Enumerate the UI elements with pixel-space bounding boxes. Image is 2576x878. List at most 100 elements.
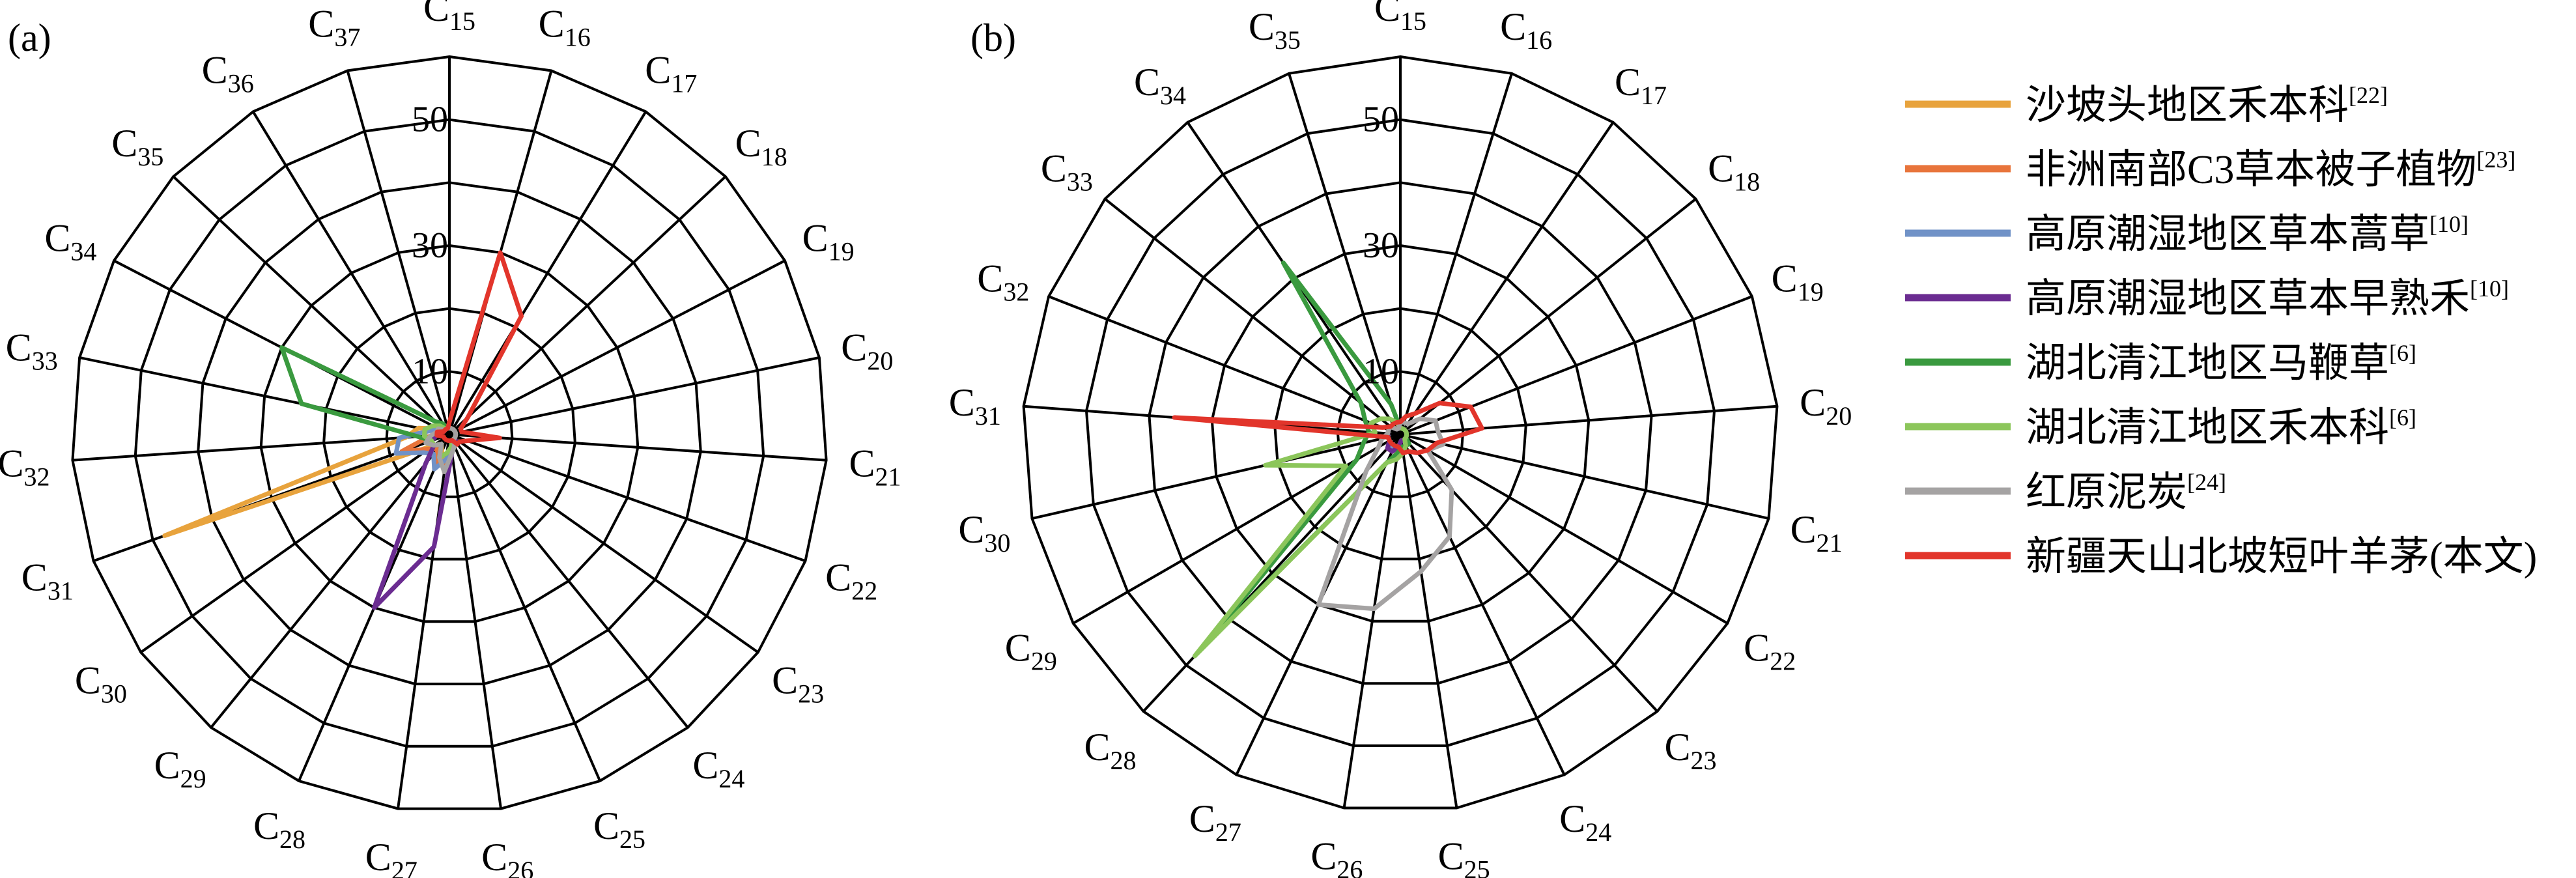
category-label: C34: [1134, 61, 1186, 110]
category-label: C32: [0, 442, 50, 492]
grid-spoke: [172, 175, 451, 436]
legend-label: 沙坡头地区禾本科[22]: [2026, 82, 2388, 128]
category-label: C16: [539, 2, 591, 51]
category-label: C18: [1708, 147, 1760, 197]
grid-spoke: [1399, 121, 1615, 436]
grid-spoke: [251, 111, 451, 436]
category-label: C34: [44, 217, 96, 266]
category-label: C24: [1559, 797, 1611, 847]
grid-spoke: [449, 433, 827, 462]
grid-spoke: [448, 175, 727, 436]
grid-spoke: [449, 259, 786, 436]
grid-spoke: [1342, 434, 1402, 808]
category-label: C26: [481, 836, 533, 878]
grid-ring: [1022, 55, 1779, 810]
grid-spoke: [1400, 433, 1729, 625]
grid-spoke: [346, 70, 451, 435]
category-label: C29: [154, 744, 206, 793]
grid-spoke: [397, 434, 451, 809]
legend-label: 非洲南部C3草本被子植物[23]: [2026, 147, 2515, 192]
grid-spoke: [1104, 197, 1402, 436]
grid-spoke: [1048, 295, 1401, 436]
grid-spoke: [1400, 295, 1753, 436]
grid-spoke: [1399, 434, 1566, 776]
legend: 沙坡头地区禾本科[22] 非洲南部C3草本被子植物[23] 高原潮湿地区草本蒿草[1…: [1905, 82, 2537, 579]
category-label: C20: [841, 326, 893, 376]
grid-spoke: [449, 433, 806, 563]
grid-ring: [1210, 244, 1591, 623]
series-line-6: [1192, 416, 1409, 658]
category-label: C18: [735, 122, 787, 171]
category-label: C36: [202, 48, 254, 98]
ring-value-label: 50: [412, 100, 448, 140]
category-label: C16: [1500, 5, 1552, 55]
category-label: C37: [308, 2, 360, 51]
grid-spoke: [72, 433, 450, 462]
category-label: C23: [1664, 726, 1716, 775]
panel-tag: (a): [8, 16, 51, 59]
legend-label: 红原泥炭[24]: [2026, 469, 2226, 515]
grid-ring: [71, 55, 828, 810]
category-label: C17: [1615, 61, 1667, 110]
category-label: C26: [1310, 835, 1363, 878]
category-label: C17: [645, 48, 697, 98]
legend-label: 高原潮湿地区草本蒿草[10]: [2026, 211, 2469, 257]
grid-spoke: [448, 433, 759, 654]
panel-tag: (b): [970, 16, 1016, 59]
ring-value-label: 10: [1363, 351, 1399, 391]
grid-ring: [197, 181, 702, 686]
grid-spoke: [1399, 73, 1513, 435]
category-label: C28: [1084, 726, 1136, 775]
legend-label: 新疆天山北坡短叶羊茅(本文): [2026, 535, 2537, 579]
category-label: C22: [825, 556, 877, 605]
grid-spoke: [448, 111, 647, 436]
category-label: C29: [1005, 627, 1057, 676]
grid-ring: [1273, 307, 1527, 561]
legend-label: 湖北清江地区禾本科[6]: [2026, 404, 2416, 450]
ring-value-label: 10: [412, 351, 448, 391]
grid-ring: [1148, 181, 1653, 685]
category-label: C20: [1800, 381, 1852, 431]
ring-value-label: 50: [1363, 100, 1399, 140]
series-line-7: [423, 425, 459, 474]
ring-value-label: 30: [1363, 225, 1399, 266]
series-line-8: [434, 250, 524, 447]
grid-spoke: [448, 434, 502, 809]
category-label: C15: [423, 0, 475, 36]
grid-spoke: [79, 356, 450, 436]
category-label: C30: [958, 508, 1010, 558]
legend-label: 湖北清江地区马鞭草[6]: [2026, 340, 2416, 386]
category-label: C15: [1374, 0, 1426, 36]
grid-spoke: [1399, 433, 1658, 713]
category-label: C35: [111, 122, 163, 171]
series-line-8: [1172, 401, 1484, 456]
category-label: C19: [802, 217, 855, 266]
category-label: C21: [849, 442, 901, 492]
grid-ring: [322, 307, 576, 561]
grid-ring: [134, 118, 765, 748]
category-label: C35: [1249, 5, 1301, 55]
category-label: C22: [1744, 627, 1796, 676]
grid-spoke: [1399, 197, 1697, 436]
category-label: C28: [253, 804, 305, 854]
category-label: C25: [1438, 835, 1490, 878]
category-label: C27: [365, 836, 418, 878]
category-label: C31: [949, 381, 1001, 431]
category-label: C24: [692, 744, 744, 793]
grid-spoke: [1400, 404, 1777, 436]
category-label: C33: [6, 326, 58, 376]
grid-spoke: [1399, 434, 1458, 808]
category-label: C31: [21, 556, 74, 605]
grid-spoke: [1400, 433, 1769, 520]
category-label: C21: [1790, 508, 1843, 558]
category-label: C32: [977, 257, 1029, 307]
category-label: C25: [593, 804, 645, 854]
grid-spoke: [1032, 433, 1401, 520]
grid-ring: [1084, 118, 1716, 747]
category-label: C27: [1189, 797, 1241, 847]
grid-spoke: [448, 434, 601, 782]
grid-spoke: [210, 433, 451, 729]
